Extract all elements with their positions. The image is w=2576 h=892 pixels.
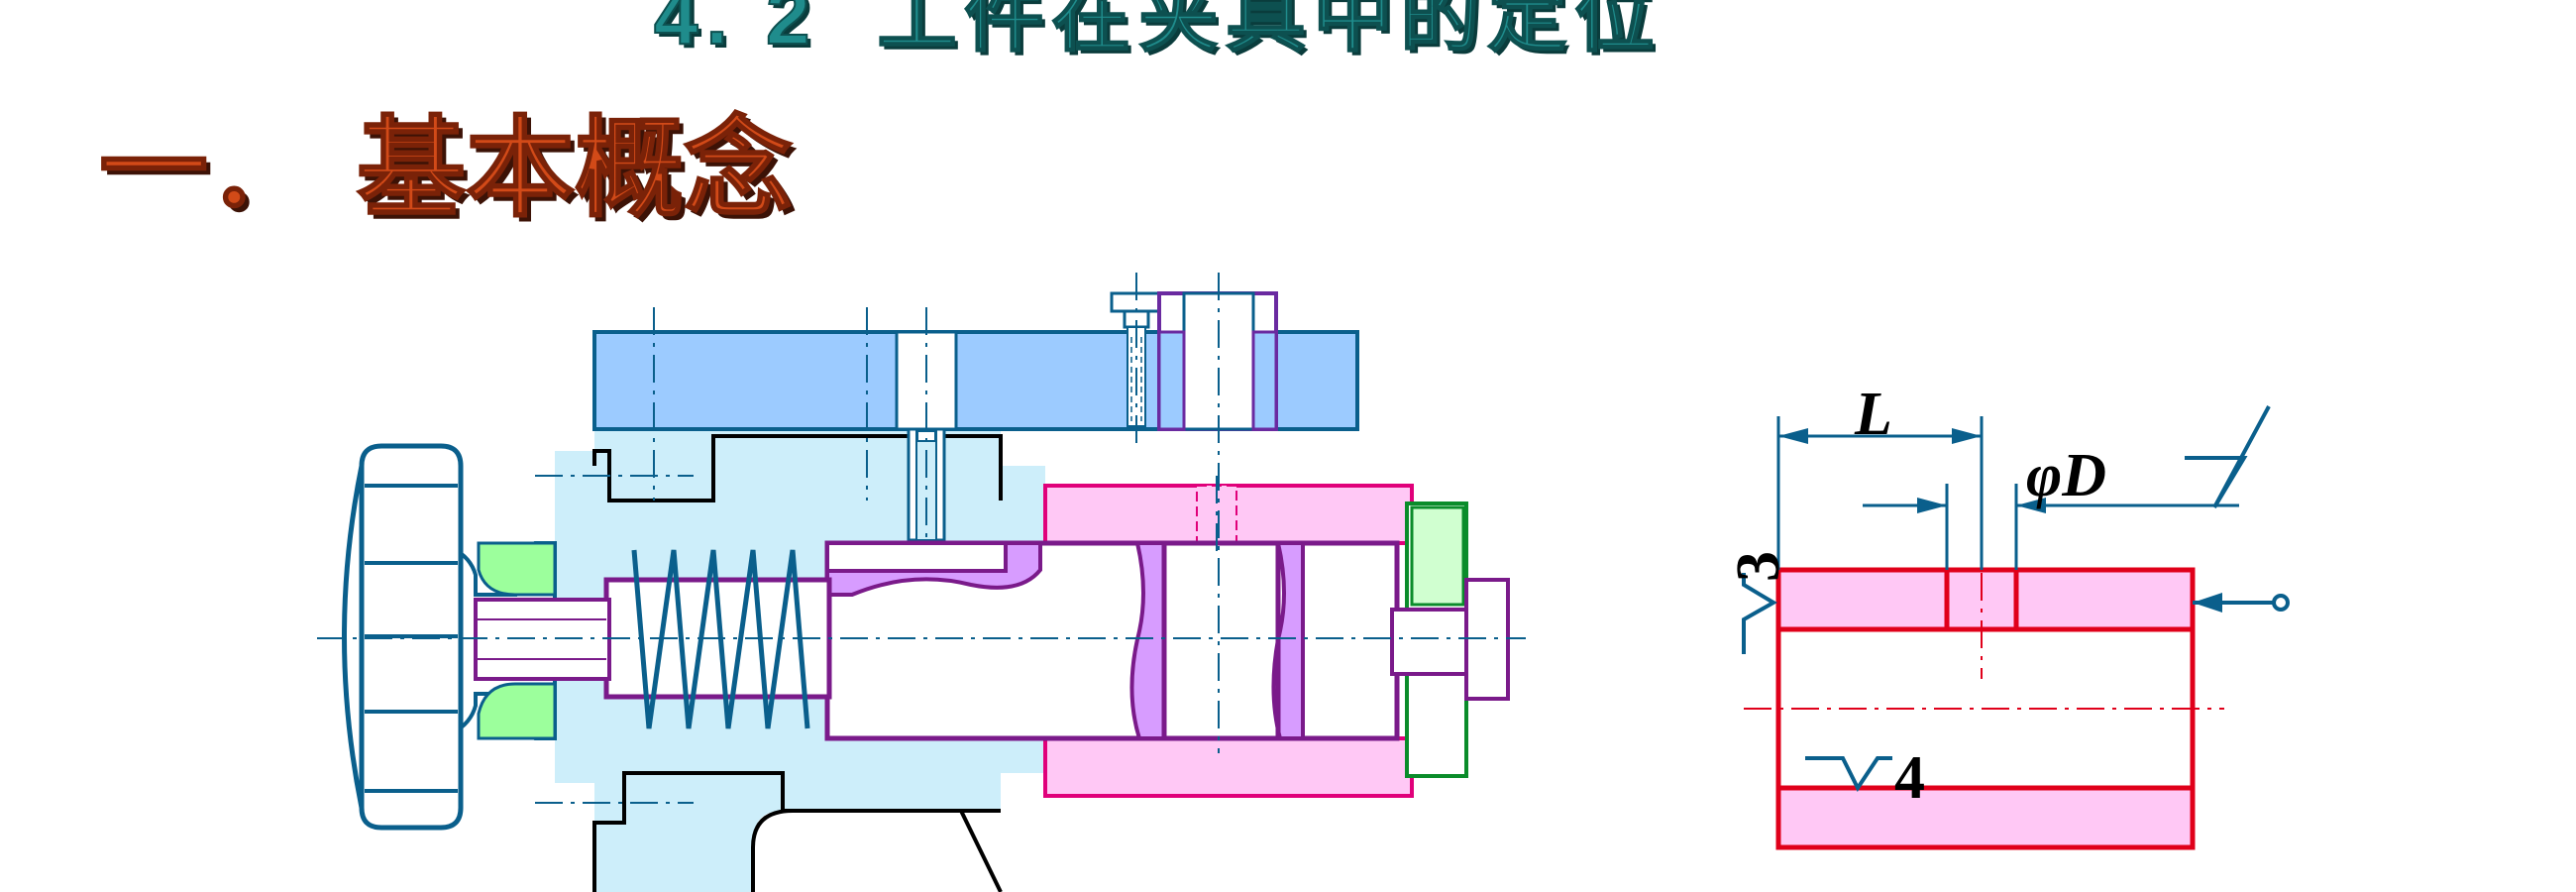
dimension-L-label: L — [1854, 381, 1892, 448]
roughness-left — [1742, 573, 1777, 654]
locating-sleeve — [824, 540, 1400, 741]
roughness-left-label: 3 — [1725, 551, 1792, 582]
locating-arrow — [2193, 593, 2290, 613]
roughness-bottom-label: 4 — [1894, 744, 1925, 812]
workpiece-drawing: L φD — [1725, 381, 2290, 850]
fixture-assembly — [317, 273, 1526, 892]
end-nut — [1390, 502, 1510, 778]
fixture-fillet — [751, 809, 794, 892]
section-title-text: 工件在夹具中的定位 — [876, 0, 1663, 61]
drill-bushing — [1157, 291, 1278, 431]
fixture-centerlines — [317, 273, 1526, 804]
fixture-body-lower — [594, 773, 1001, 892]
heading-marker: 一． — [98, 107, 318, 231]
dimension-L — [1776, 416, 1984, 570]
heading-text: 基本概念 — [356, 107, 794, 231]
surface-finish-symbol — [2185, 405, 2271, 509]
section-title: 4. 2 工件在夹具中的定位 — [653, 0, 1663, 67]
dimension-phiD-label: φD — [2026, 442, 2106, 509]
section-number: 4. 2 — [653, 0, 818, 61]
fixture-body-outline-top — [592, 434, 1003, 502]
hand-knob — [342, 443, 611, 831]
roughness-bottom — [1805, 756, 1892, 792]
dimension-phiD — [1863, 484, 2239, 570]
fixture-leader-line — [959, 810, 1003, 892]
workpiece-bottom-wall — [1775, 785, 2196, 850]
section-heading: 一． 基本概念 — [98, 79, 794, 238]
